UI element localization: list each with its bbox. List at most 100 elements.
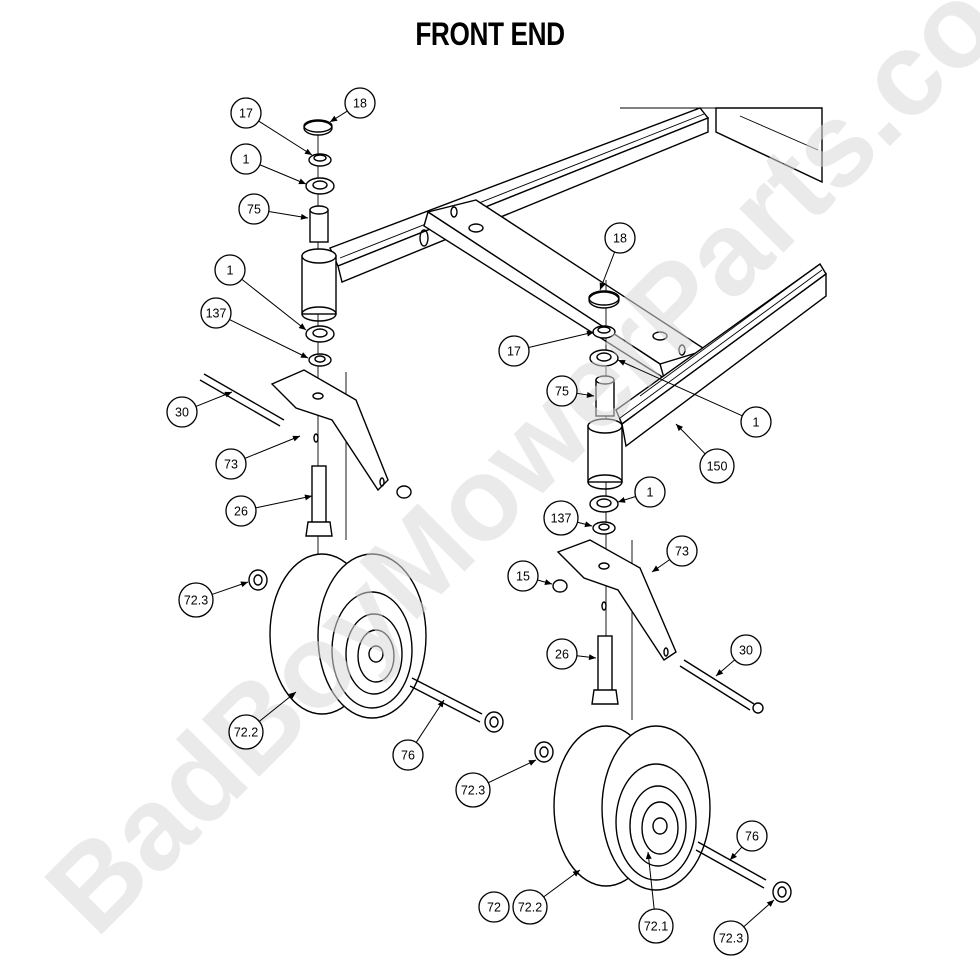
frame-150 — [329, 107, 827, 448]
callout-circle — [215, 448, 247, 480]
callout-1: 1 — [740, 406, 772, 438]
leader-arrowhead — [437, 700, 444, 708]
callout-72-3: 72.3 — [178, 582, 214, 618]
callout-15: 15 — [507, 560, 539, 592]
callout-label: 18 — [613, 232, 627, 246]
leader-arrowhead — [652, 565, 660, 572]
callout-label: 76 — [401, 749, 415, 763]
callout-circle — [507, 560, 539, 592]
callout-label: 72.3 — [461, 784, 485, 798]
leader-line — [488, 759, 537, 784]
callout-circle — [634, 476, 666, 508]
callout-label: 137 — [551, 512, 572, 526]
svg-text:BadBoyMowerParts.com: BadBoyMowerParts.com — [21, 0, 980, 958]
callout-73: 73 — [666, 535, 698, 567]
watermark: BadBoyMowerParts.com — [21, 0, 980, 958]
leader-arrowhead — [528, 760, 536, 766]
callout-label: 72 — [487, 901, 501, 915]
callout-17: 17 — [230, 97, 262, 129]
leader-arrowhead — [240, 581, 248, 588]
leader-arrowhead — [300, 352, 308, 358]
leader-arrowhead — [588, 654, 596, 661]
right-caster-assembly — [534, 280, 792, 903]
leader-line — [244, 435, 301, 459]
callout-72-3: 72.3 — [713, 920, 749, 956]
leader-arrowhead — [584, 521, 592, 528]
callout-label: 1 — [647, 486, 654, 500]
leader-line — [258, 120, 313, 156]
callout-137: 137 — [200, 297, 232, 329]
callout-76: 76 — [392, 739, 424, 771]
leader-line — [259, 164, 307, 185]
callout-circle — [228, 714, 264, 750]
callout-label: 30 — [739, 644, 753, 658]
leader-arrowhead — [645, 852, 652, 860]
leader-arrowhead — [572, 870, 580, 877]
callout-circle — [455, 772, 491, 808]
callout-label: 30 — [175, 406, 189, 420]
leader-line — [255, 495, 313, 509]
leader-line — [241, 278, 307, 331]
callout-30: 30 — [166, 396, 198, 428]
callout-label: 72.2 — [234, 726, 258, 740]
callout-circle — [225, 495, 257, 527]
leader-lines — [195, 110, 775, 928]
callout-label: 1 — [753, 416, 760, 430]
callout-30: 30 — [730, 634, 762, 666]
callout-circle — [498, 335, 530, 367]
callout-75: 75 — [546, 375, 578, 407]
callout-circle — [604, 222, 636, 254]
callout-circle — [713, 920, 749, 956]
callout-circle — [478, 891, 510, 923]
callout-18: 18 — [344, 87, 376, 119]
callout-label: 72.3 — [184, 594, 208, 608]
callout-circle — [230, 97, 262, 129]
leader-arrowhead — [288, 692, 296, 699]
callout-label: 17 — [239, 107, 253, 121]
callout-label: 15 — [516, 570, 530, 584]
leader-arrowhead — [716, 669, 724, 676]
callout-circle — [730, 634, 762, 666]
callout-26: 26 — [225, 495, 257, 527]
callout-circle — [736, 820, 768, 852]
callout-circle — [512, 889, 548, 925]
callout-1: 1 — [230, 143, 262, 175]
callout-label: 76 — [745, 830, 759, 844]
leader-arrowhead — [586, 391, 594, 398]
callout-circle — [344, 87, 376, 119]
callout-1: 1 — [634, 476, 666, 508]
leader-arrowhead — [730, 852, 737, 860]
leader-arrowhead — [599, 282, 606, 290]
callout-72: 72 — [478, 891, 510, 923]
callout-73: 73 — [215, 448, 247, 480]
callout-label: 137 — [206, 307, 227, 321]
leader-arrowhead — [292, 435, 300, 442]
callout-75: 75 — [238, 193, 270, 225]
leader-line — [617, 359, 743, 417]
callout-label: 150 — [707, 460, 728, 474]
leader-arrowhead — [618, 497, 626, 503]
callout-circle — [543, 500, 579, 536]
callout-circle — [546, 375, 578, 407]
callout-label: 73 — [675, 545, 689, 559]
callout-label: 26 — [555, 648, 569, 662]
callout-label: 72.2 — [518, 901, 542, 915]
callout-circle — [699, 448, 735, 484]
callout-label: 1 — [243, 153, 250, 167]
callout-label: 73 — [224, 458, 238, 472]
leader-line — [647, 851, 655, 910]
leader-arrowhead — [298, 178, 306, 185]
callout-circle — [214, 254, 246, 286]
callout-150: 150 — [699, 448, 735, 484]
leader-arrowhead — [618, 360, 626, 366]
callout-1: 1 — [214, 254, 246, 286]
callout-17: 17 — [498, 335, 530, 367]
left-caster-assembly — [199, 119, 504, 733]
callout-circle — [166, 396, 198, 428]
leader-line — [543, 869, 581, 898]
callout-72-2: 72.2 — [512, 889, 548, 925]
callout-26: 26 — [546, 638, 578, 670]
leader-arrowhead — [676, 424, 684, 432]
callout-label: 17 — [507, 345, 521, 359]
